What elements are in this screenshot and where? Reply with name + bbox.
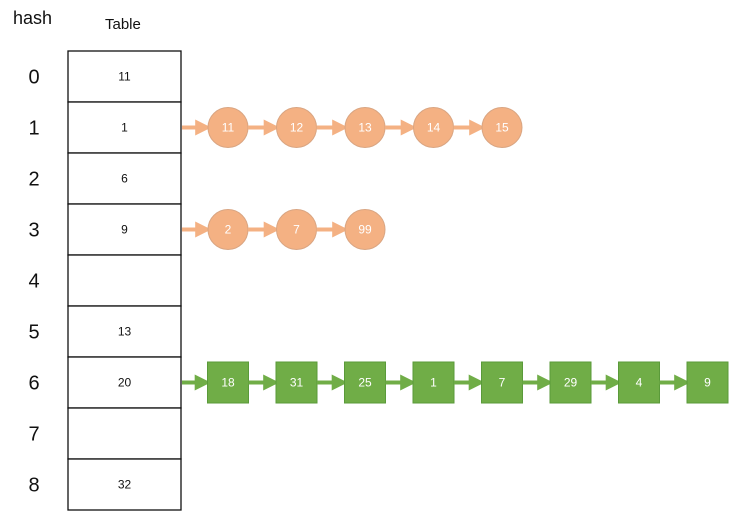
table-cell-value: 13 (118, 325, 132, 339)
hash-index: 3 (28, 220, 39, 242)
table-row: 5 13 (28, 305, 182, 358)
chain-node-square (344, 361, 386, 404)
table-cell-value: 6 (121, 172, 128, 186)
chain-node-square (686, 361, 729, 404)
table-cell (67, 50, 182, 103)
chain-circle-row-1: 11 12 13 14 15 (182, 107, 523, 148)
chain-node-label: 7 (293, 223, 300, 237)
chain-node-label: 2 (225, 223, 232, 237)
chain-node-label: 4 (636, 376, 643, 390)
hash-index: 6 (28, 373, 39, 395)
chain-node-label: 1 (430, 376, 437, 390)
table-cell-value: 1 (121, 121, 128, 135)
table-row: 0 11 (28, 50, 182, 103)
chain-node-label: 12 (290, 121, 304, 135)
hash-index: 2 (28, 169, 39, 191)
table-cell-value: 32 (118, 478, 132, 492)
chain-node-label: 29 (564, 376, 578, 390)
chain-node-circle (481, 107, 523, 148)
chain-node-circle (344, 209, 386, 250)
chain-node-square (618, 361, 660, 404)
chain-node-label: 31 (290, 376, 304, 390)
table-cell (67, 203, 182, 256)
chain-node-label: 7 (499, 376, 506, 390)
hash-index: 0 (28, 67, 39, 89)
table-row: 6 20 (28, 356, 182, 409)
chain-node-square (275, 361, 318, 404)
chain-node-label: 99 (358, 223, 372, 237)
chain-node-label: 11 (222, 121, 235, 135)
table-cell (67, 458, 182, 511)
chain-node-label: 15 (495, 121, 509, 135)
table-cell (67, 407, 182, 460)
chain-node-label: 13 (358, 121, 372, 135)
hash-index: 7 (28, 424, 39, 446)
chain-node-label: 18 (221, 376, 235, 390)
hash-index: 5 (28, 322, 39, 344)
chain-node-label: 14 (427, 121, 441, 135)
chain-node-label: 25 (358, 376, 372, 390)
collision-chains: 11 12 13 14 15 2 7 99 18 31 25 1 7 29 4 9 (182, 107, 729, 404)
table-header: Table (105, 16, 141, 33)
table-row: 4 (28, 254, 182, 307)
table-row: 7 (28, 407, 182, 460)
table-cell (67, 101, 182, 154)
table-cell-value: 11 (118, 70, 131, 84)
chain-node-square (412, 361, 455, 404)
hash-index: 4 (28, 271, 39, 293)
chain-node-square (207, 361, 249, 404)
chain-circle-row-3: 2 7 99 (182, 209, 386, 250)
chain-node-square (481, 361, 523, 404)
hash-index: 8 (28, 475, 39, 497)
table-cell (67, 254, 182, 307)
table-cell (67, 356, 182, 409)
table-cell-value: 20 (118, 376, 132, 390)
chain-node-label: 9 (704, 376, 711, 390)
hash-index: 1 (28, 118, 39, 140)
table-row: 8 32 (28, 458, 182, 511)
hash-header: hash (13, 8, 52, 28)
table-cell (67, 152, 182, 205)
chain-square-row-6: 18 31 25 1 7 29 4 9 (182, 361, 729, 404)
table-cell-value: 9 (121, 223, 128, 237)
